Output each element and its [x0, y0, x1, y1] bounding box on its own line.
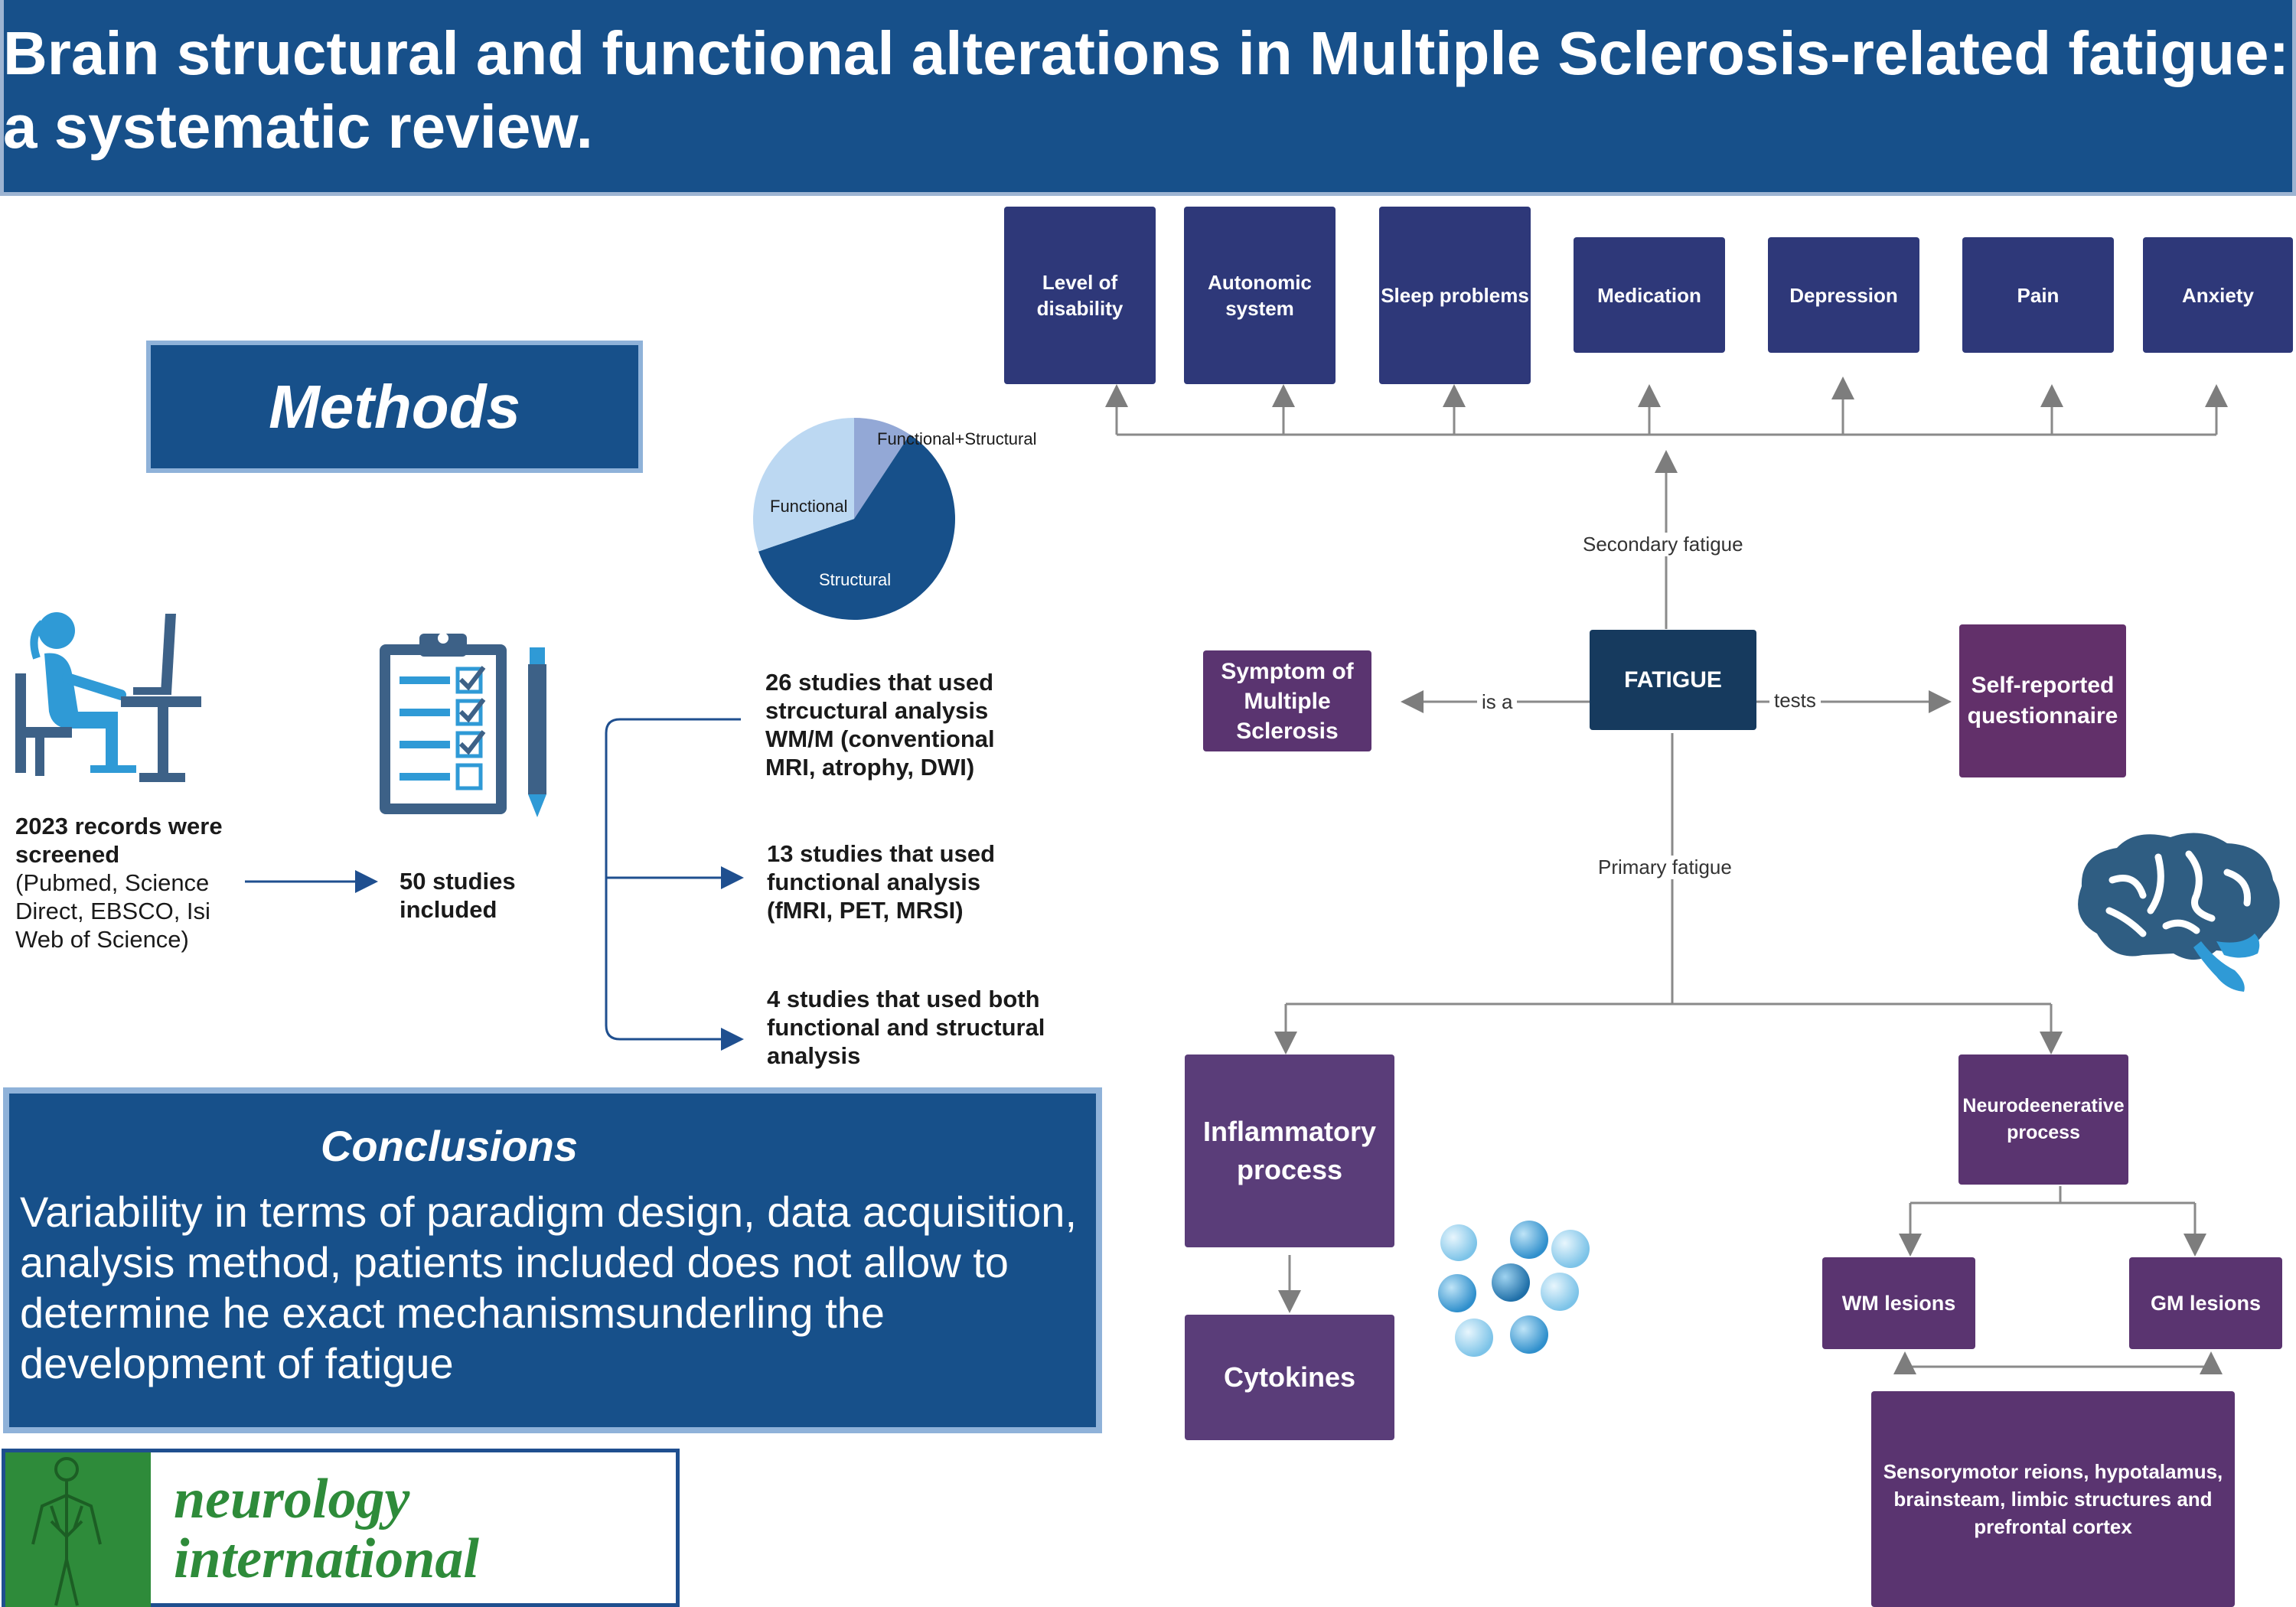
methods-label: Methods — [269, 372, 520, 441]
studies-included: 50 studies included — [400, 868, 516, 923]
cytokines-node: Cytokines — [1185, 1315, 1394, 1440]
neurodegenerative-process-node: Neurodeenerative process — [1958, 1054, 2128, 1185]
pie-label-functional-structural: Functional+Structural — [877, 429, 1037, 448]
records-screened: 2023 records were screened (Pubmed, Scie… — [15, 813, 223, 953]
journal-logo-panel — [5, 1452, 151, 1607]
is-a-label: is a — [1477, 690, 1518, 714]
factor-depression: Depression — [1768, 237, 1919, 353]
pie-slice-structural — [758, 434, 955, 620]
pie-label-structural: Structural — [819, 570, 891, 589]
factor-autonomic-system: Autonomic system — [1184, 207, 1336, 384]
studies-pie-chart: Functional+Structural Functional Structu… — [753, 418, 1037, 620]
person-computer-icon — [15, 612, 201, 782]
brain-regions-node: Sensorymotor reions, hypotalamus, brains… — [1871, 1391, 2235, 1607]
inflammatory-process-node: Inflammatory process — [1185, 1054, 1394, 1247]
journal-name: neurology international — [174, 1468, 479, 1590]
pie-label-functional: Functional — [770, 497, 848, 516]
journal-logo: neurology international — [2, 1449, 680, 1607]
pie-slices — [753, 418, 955, 620]
methods-box: Methods — [146, 341, 643, 473]
page-title: Brain structural and functional alterati… — [3, 19, 2290, 161]
cytokine-molecules-icon — [1438, 1221, 1590, 1357]
branch-functional: 13 studies that used functional analysis… — [767, 840, 996, 924]
conclusions-box: Conclusions Variability in terms of para… — [3, 1087, 1102, 1433]
nervous-system-icon — [31, 1457, 102, 1606]
pie-slice-functional — [753, 418, 854, 552]
tests-label: tests — [1769, 689, 1821, 712]
branch-structural: 26 studies that used strcuctural analysi… — [765, 669, 995, 781]
brain-icon — [2078, 833, 2280, 992]
conclusions-text: Variability in terms of paradigm design,… — [20, 1188, 1077, 1387]
factor-anxiety: Anxiety — [2143, 237, 2293, 353]
factor-level-of-disability: Level of disability — [1004, 207, 1156, 384]
conclusions-title: Conclusions — [320, 1122, 579, 1170]
fatigue-node: FATIGUE — [1590, 630, 1756, 730]
gm-lesions-node: GM lesions — [2129, 1257, 2282, 1349]
factor-pain: Pain — [1962, 237, 2114, 353]
self-reported-questionnaire-node: Self-reported questionnaire — [1959, 624, 2126, 777]
pie-slice-functional-structural — [854, 418, 910, 519]
clipboard-checklist-icon — [380, 633, 546, 817]
branch-both: 4 studies that used both functional and … — [767, 986, 1045, 1069]
factor-sleep-problems: Sleep problems — [1379, 207, 1531, 384]
wm-lesions-node: WM lesions — [1822, 1257, 1975, 1349]
primary-fatigue-label: Primary fatigue — [1593, 856, 1737, 879]
secondary-fatigue-label: Secondary fatigue — [1578, 533, 1748, 556]
symptom-ms-node: Symptom of Multiple Sclerosis — [1203, 650, 1371, 751]
header-banner — [0, 0, 2296, 196]
factor-medication: Medication — [1574, 237, 1725, 353]
